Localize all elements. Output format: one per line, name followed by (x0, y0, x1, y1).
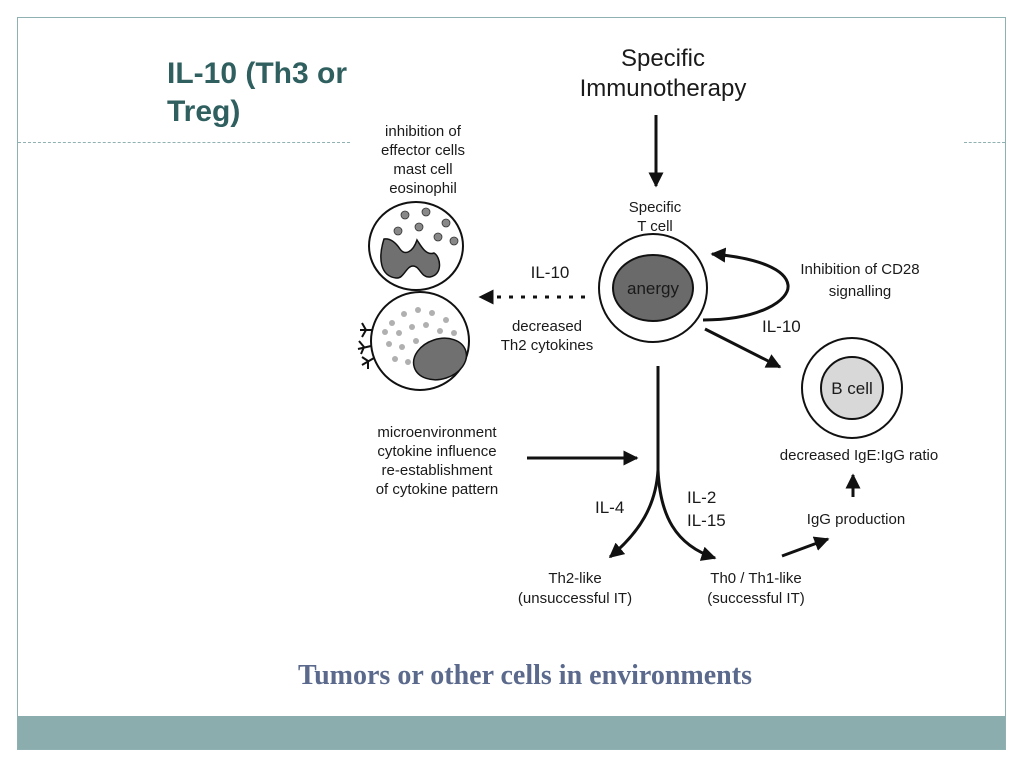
th0-like-label-line2: (successful IT) (707, 590, 805, 607)
b-cell-inner (820, 356, 884, 420)
il15-label: IL-15 (687, 511, 726, 530)
mast-cell-nucleus (412, 337, 468, 381)
cd28-loop-arrow (702, 247, 790, 322)
th0-branch-arrow (656, 469, 717, 561)
title-divider-left (18, 142, 350, 143)
th2-like-label-line2: (unsuccessful IT) (518, 590, 632, 607)
anergy-label: anergy (627, 279, 679, 298)
mast-cell-granules (382, 307, 457, 365)
igg-production-label: IgG production (807, 511, 905, 528)
th2-branch-arrow (608, 469, 660, 559)
specific-immunotherapy-label-line2: Immunotherapy (580, 75, 747, 102)
microenvironment-label: microenvironment (377, 424, 497, 441)
il4-label: IL-4 (595, 498, 624, 517)
slide-caption: Tumors or other cells in environments (298, 660, 752, 691)
microenvironment-label-line4: of cytokine pattern (376, 481, 499, 498)
effector-cells-label-line2: effector cells (381, 142, 465, 159)
cd28-label-line2: signalling (829, 283, 892, 300)
effector-cells-label-line3: mast cell (393, 161, 452, 178)
specific-immunotherapy-label: Specific (621, 45, 705, 72)
ige-ratio-label: decreased IgE:IgG ratio (780, 447, 938, 464)
title-divider-right (964, 142, 1005, 143)
th2-decreased-label-line2: Th2 cytokines (501, 337, 594, 354)
t-cell-label-line2: T cell (637, 218, 673, 235)
t-cell-label: Specific (629, 199, 682, 216)
il10-right-label: IL-10 (762, 317, 801, 336)
footer-bar (18, 716, 1005, 749)
arrow-to-b-cell (704, 327, 782, 369)
th0-like-label: Th0 / Th1-like (710, 570, 801, 587)
effector-cells-label: inhibition of (385, 123, 462, 140)
mast-cell-receptors (357, 322, 375, 369)
slide-title: IL-10 (Th3 or Treg) (167, 57, 348, 128)
b-cell-label: B cell (831, 379, 873, 398)
effector-cells-label-line4: eosinophil (389, 180, 457, 197)
arrow-to-igg-production (781, 536, 830, 558)
microenvironment-label-line3: re-establishment (382, 462, 494, 479)
cd28-label: Inhibition of CD28 (800, 261, 919, 278)
th2-decreased-label: decreased (512, 318, 582, 335)
th2-like-label: Th2-like (548, 570, 601, 587)
il2-label: IL-2 (687, 488, 716, 507)
t-cell-nucleus (612, 254, 694, 322)
microenvironment-label-line2: cytokine influence (377, 443, 496, 460)
eosinophil-granules (393, 207, 459, 246)
il10-left-label: IL-10 (531, 263, 570, 282)
eosinophil-nucleus (380, 238, 441, 279)
